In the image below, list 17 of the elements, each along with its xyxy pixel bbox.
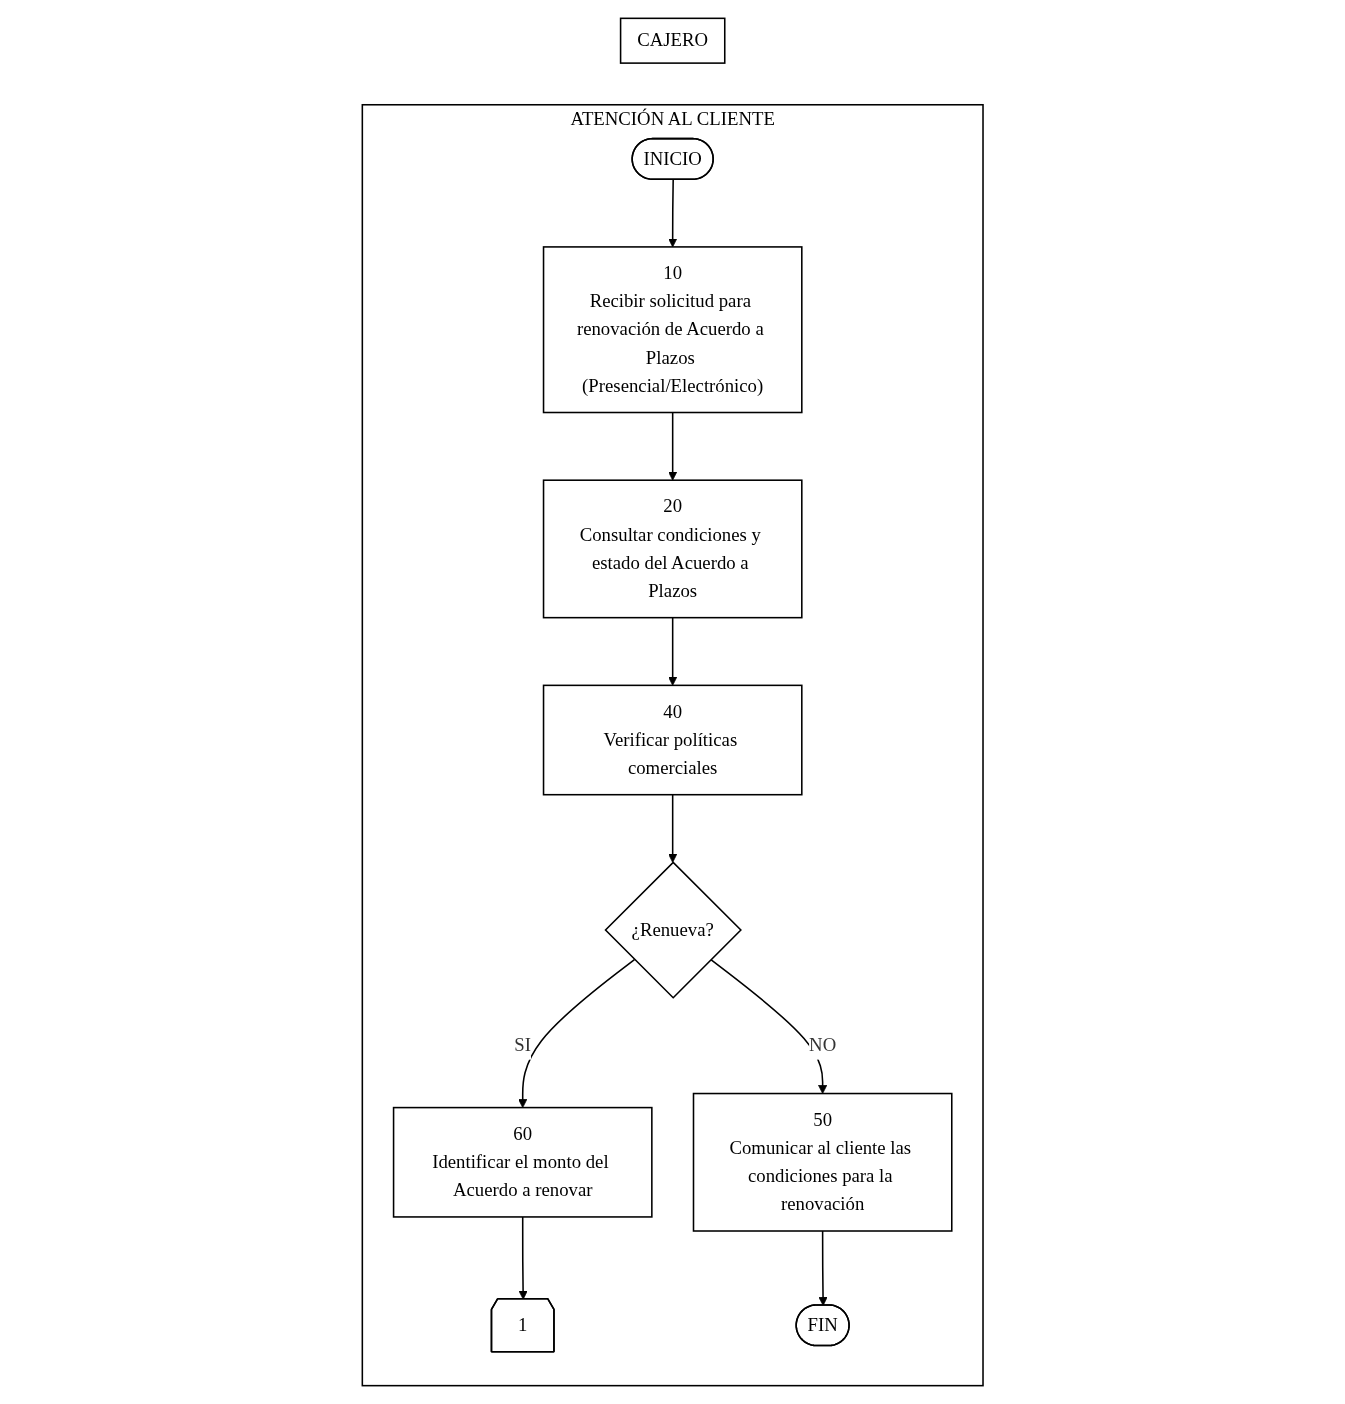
arrow (667, 178, 678, 248)
edge-label: NO (808, 1034, 836, 1056)
arrow (709, 958, 828, 1094)
arrow (518, 1216, 528, 1300)
arrow (667, 411, 678, 481)
arrow (818, 1230, 828, 1306)
arrow (667, 793, 678, 863)
arrow (667, 616, 678, 686)
arrow (517, 958, 636, 1108)
edge-label: SI (514, 1034, 531, 1056)
node-diamond: ¿Renueva? (604, 861, 742, 999)
node-box: CAJERO (619, 17, 726, 64)
node-box: 50 Comunicar al cliente las condiciones para la renovación (692, 1092, 953, 1232)
node-box: 60 Identificar el monto del Acuerdo a renovar (392, 1106, 653, 1218)
node-box: 10 Recibir solicitud para renovación de Acuerdo a Plazos (Presencial/Electrónico) (542, 246, 803, 414)
node-box: 20 Consultar condiciones y estado del Acuerdo a Plazos (542, 479, 803, 619)
node-box: 40 Verificar políticas comerciales (542, 684, 803, 796)
